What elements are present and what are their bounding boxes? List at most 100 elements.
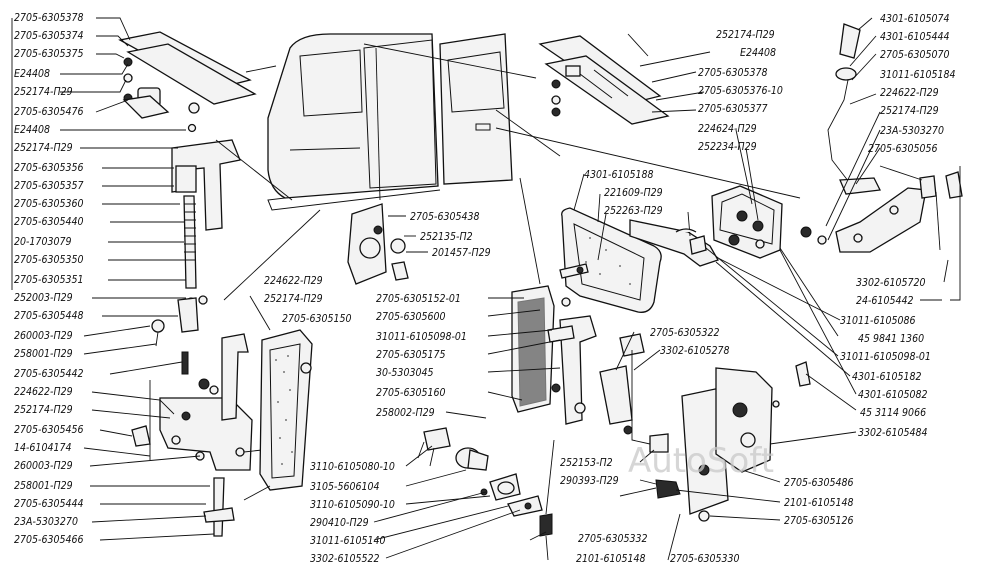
part-label: 290410-П29 [310, 517, 369, 529]
inner-handle-panel [259, 329, 313, 491]
part-label: 252263-П29 [604, 205, 663, 217]
part-label: 224622-П29 [880, 87, 939, 99]
part-label: 2705-6305456 [14, 424, 84, 436]
part-label: 2705-6305600 [376, 311, 446, 323]
part-label: 30-5303045 [376, 367, 434, 379]
rear-latch-housing [711, 185, 783, 259]
upper-right-plates [538, 35, 670, 125]
part-label: 2705-6305150 [282, 313, 352, 325]
interior-handle-housing [559, 207, 662, 313]
part-label: 3110-6105090-10 [310, 499, 395, 511]
left-bracket-and-rod [151, 139, 241, 375]
part-label: 258002-П29 [376, 407, 435, 419]
part-label: 252174-П29 [880, 105, 939, 117]
part-label: 260003-П29 [14, 460, 73, 472]
part-label: 3105-5606104 [310, 481, 380, 493]
part-label: E24408 [14, 124, 50, 136]
part-label: 252003-П29 [14, 292, 73, 304]
part-label: 252234-П29 [698, 141, 757, 153]
part-label: 2705-6305360 [14, 198, 84, 210]
part-label: 2705-6305374 [14, 30, 84, 42]
part-label: 2705-6305440 [14, 216, 84, 228]
part-label: 31011-6105140 [310, 535, 386, 547]
part-label: 3302-6105278 [660, 345, 730, 357]
latch-mechanism [599, 333, 811, 522]
part-label: 2705-6305476 [14, 106, 84, 118]
lock-cylinder-parts [417, 427, 555, 537]
part-label: 2705-6305357 [14, 180, 84, 192]
part-label: 2705-6305175 [376, 349, 446, 361]
part-label: 23А-5303270 [880, 125, 944, 137]
part-label: 2705-6305466 [14, 534, 84, 546]
leader-lines [11, 17, 961, 561]
part-label: 14-6104174 [14, 442, 72, 454]
part-label: 260003-П29 [14, 330, 73, 342]
part-label: 2705-6305126 [784, 515, 854, 527]
part-label: 3302-6105720 [856, 277, 926, 289]
inner-lever [629, 211, 719, 267]
part-label: 221609-П29 [604, 187, 663, 199]
part-label: 2705-6305448 [14, 310, 84, 322]
part-label: 24-6105442 [856, 295, 914, 307]
part-label: 2705-6305442 [14, 368, 84, 380]
part-label: 45 3114 9066 [860, 407, 926, 419]
part-label: 224624-П29 [698, 123, 757, 135]
part-label: 2705-6305322 [650, 327, 720, 339]
part-label: 252135-П2 [420, 231, 473, 243]
outer-handle-assembly [511, 285, 597, 425]
part-label: 23А-5303270 [14, 516, 78, 528]
part-label: 2705-6305152-01 [376, 293, 461, 305]
part-label: 2705-6305070 [880, 49, 950, 61]
part-label: 2705-6305444 [14, 498, 84, 510]
inside-knob-and-rod [827, 23, 881, 195]
part-label: 252174-П29 [716, 29, 775, 41]
part-label: 31011-6105098-01 [840, 351, 931, 363]
part-label: 2705-6305378 [14, 12, 84, 24]
part-label: 252174-П29 [14, 142, 73, 154]
part-label: 2705-6305351 [14, 274, 84, 286]
part-label: 2705-6305375 [14, 48, 84, 60]
part-label: 31011-6105086 [840, 315, 916, 327]
part-label: 252174-П29 [14, 86, 73, 98]
part-label: 3110-6105080-10 [310, 461, 395, 473]
part-number-labels: 2705-6305378 2705-6305374 2705-6305375 E… [14, 12, 956, 565]
part-label: 2705-6305438 [410, 211, 480, 223]
part-label: 45 9841 1360 [858, 333, 924, 345]
part-label: 252153-П2 [560, 457, 613, 469]
part-label: 290393-П29 [560, 475, 619, 487]
part-label: 2101-6105148 [576, 553, 646, 565]
part-label: 2705-6305356 [14, 162, 84, 174]
part-label: 2705-6305056 [868, 143, 938, 155]
part-label: 252174-П29 [264, 293, 323, 305]
part-label: 252174-П29 [14, 404, 73, 416]
part-label: 31011-6105098-01 [376, 331, 467, 343]
part-label: 2705-6305330 [670, 553, 740, 565]
part-label: 224622-П29 [264, 275, 323, 287]
watermark: AutoSoft [628, 441, 774, 481]
part-label: 201457-П29 [432, 247, 491, 259]
hinge-bracket [347, 203, 409, 285]
part-label: 31011-6105184 [880, 69, 956, 81]
part-label: 2101-6105148 [784, 497, 854, 509]
part-label: 3302-6105522 [310, 553, 380, 565]
part-label: 258001-П29 [14, 348, 73, 360]
part-label: 2705-6305332 [578, 533, 648, 545]
part-label: E24408 [740, 47, 776, 59]
part-label: 4301-6105182 [852, 371, 922, 383]
part-label: E24408 [14, 68, 50, 80]
part-label: 2705-6305376-10 [698, 85, 783, 97]
part-label: 4301-6105444 [880, 31, 950, 43]
part-label: 2705-6305350 [14, 254, 84, 266]
left-latch-assembly [131, 333, 263, 537]
part-label: 4301-6105074 [880, 13, 950, 25]
part-label: 20-1703079 [14, 236, 72, 248]
right-bracket-plate [800, 171, 963, 253]
part-label: 2705-6305160 [376, 387, 446, 399]
part-label: 4301-6105082 [858, 389, 928, 401]
part-label: 224622-П29 [14, 386, 73, 398]
part-label: 3302-6105484 [858, 427, 928, 439]
van-rear-doors-illustration [267, 33, 513, 211]
part-label: 2705-6305378 [698, 67, 768, 79]
part-label: 2705-6305486 [784, 477, 854, 489]
